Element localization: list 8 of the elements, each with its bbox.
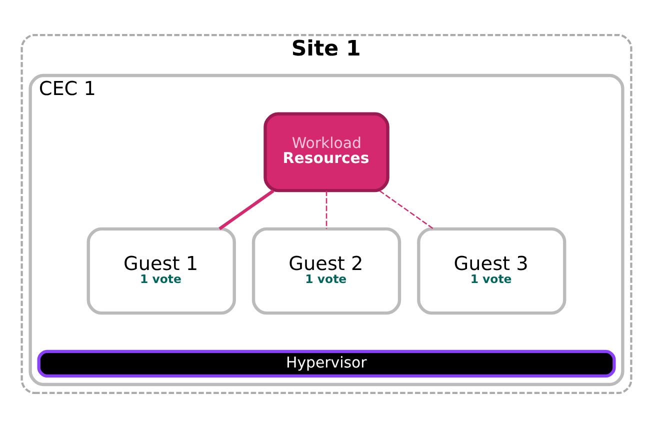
- node-box: Hypervisor: [36, 349, 616, 378]
- connector: [218, 189, 274, 230]
- node-box: Guest 2 1 vote: [251, 226, 401, 314]
- connector: [378, 190, 434, 229]
- node-box: Guest 3 1 vote: [416, 226, 566, 314]
- node-box: Guest 1 1 vote: [86, 226, 236, 314]
- node-box: Workload Resources: [263, 112, 389, 192]
- connector: [325, 190, 327, 228]
